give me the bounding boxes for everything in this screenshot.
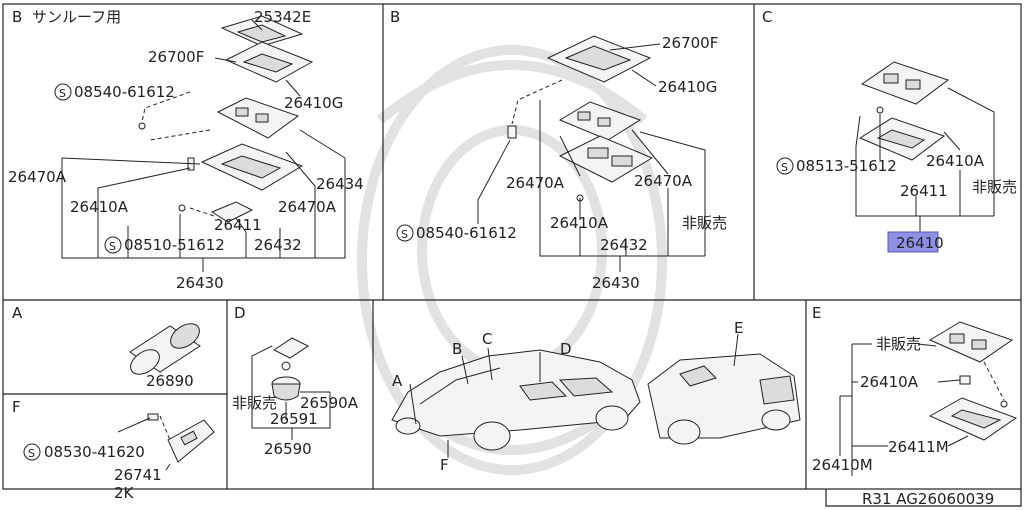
screw-part: [178, 204, 186, 212]
part-label: 非販売: [232, 394, 277, 412]
map-lamp-housing-part: [928, 321, 1014, 363]
lamp-lens-part: [928, 397, 1018, 441]
section-letter: B: [390, 8, 400, 26]
part-label: 26470A: [8, 168, 67, 186]
map-lamp-housing-part: [860, 61, 950, 105]
location-marker-label: B: [452, 340, 462, 358]
part-label: 非販売: [972, 178, 1017, 196]
part-label: 08540-61612: [74, 83, 175, 101]
screw-part: [1000, 400, 1008, 408]
part-label: 26410G: [284, 94, 343, 112]
part-label: 26590: [264, 440, 312, 458]
part-label: 26410A: [860, 373, 919, 391]
section-f: F S 08530-41620 26741 2K: [12, 398, 215, 502]
map-lamp-housing-part: [216, 97, 300, 139]
lamp-lens-part: [858, 117, 946, 161]
map-lamp-housing-part: [558, 101, 642, 141]
part-label: 26411: [900, 182, 948, 200]
highlighted-part-number[interactable]: [887, 231, 939, 253]
part-label: 26700F: [148, 48, 204, 66]
section-letter: C: [762, 8, 772, 26]
frame-grid: [2, 3, 1022, 507]
location-marker-label: D: [560, 340, 572, 358]
part-label: 26470A: [506, 174, 565, 192]
lamp-lens-part: [271, 376, 301, 401]
screw-part: [147, 413, 159, 421]
bulb-part: [959, 375, 971, 385]
bulb-lens-part: [210, 201, 254, 223]
screw-standard-mark-icon: [54, 83, 72, 101]
lamp-bracket-part: [546, 35, 652, 83]
location-marker-label: E: [734, 319, 743, 337]
part-label: 26590A: [300, 394, 359, 412]
screw-part: [876, 106, 884, 114]
screw-standard-mark-icon: [23, 443, 41, 461]
part-label: 26591: [270, 410, 318, 428]
lamp-bracket-part: [224, 41, 314, 83]
vehicle-rear-view: [647, 333, 801, 445]
section-letter: D: [234, 304, 246, 322]
location-marker-label: A: [392, 372, 403, 390]
section-d: D 非販売 26590A 26591 26590: [232, 304, 359, 458]
part-label: 08513-51612: [796, 157, 897, 175]
section-letter: E: [812, 304, 821, 322]
part-label: 08530-41620: [44, 443, 145, 461]
vehicle-front-view: [391, 347, 641, 458]
svg-text:S: S: [401, 228, 408, 241]
part-label: 26411M: [888, 438, 949, 456]
svg-text:S: S: [781, 161, 788, 174]
section-c: C S 08513-51612 26410A 26411 非販売 26410: [762, 8, 1017, 253]
part-label: 26410: [896, 234, 944, 252]
screw-part: [138, 122, 146, 130]
section-b: B 26700F 26410G 26470A: [390, 8, 727, 292]
part-label: 26410G: [658, 78, 717, 96]
section-title: サンルーフ用: [32, 8, 121, 26]
part-label: 非販売: [876, 335, 921, 353]
section-a: A 26890: [12, 304, 201, 390]
section-e: E 非販売 26410A 26411M 26410M: [812, 304, 1018, 476]
lamp-lens-part: [200, 143, 304, 191]
part-label: 非販売: [682, 214, 727, 232]
sunroof-panel-part: [220, 15, 304, 47]
svg-text:S: S: [59, 87, 66, 100]
vehicle-location-views: A B C D E F: [391, 319, 801, 474]
part-label: 26430: [592, 274, 640, 292]
part-label: 26410A: [70, 198, 129, 216]
svg-text:S: S: [109, 240, 116, 253]
part-label: 26432: [600, 236, 648, 254]
part-label: 26434: [316, 175, 364, 193]
part-label: 26430: [176, 274, 224, 292]
section-letter: B: [12, 8, 22, 26]
part-label: 25342E: [254, 8, 311, 26]
diagram-code: R31 AG26060039: [862, 490, 994, 508]
part-label: 26432: [254, 236, 302, 254]
location-marker-label: F: [440, 456, 449, 474]
part-label: 2K: [114, 484, 135, 502]
part-label: 26410M: [812, 456, 873, 474]
lamp-cover-part: [167, 419, 215, 463]
part-label: 08510-51612: [124, 236, 225, 254]
part-label: 26470A: [634, 172, 693, 190]
part-label: 26700F: [662, 34, 718, 52]
part-label: 26741: [114, 466, 162, 484]
part-label: 26410A: [550, 214, 609, 232]
screw-standard-mark-icon: [776, 157, 794, 175]
part-label: 26470A: [278, 198, 337, 216]
part-label: 26410A: [926, 152, 985, 170]
section-letter: F: [12, 398, 21, 416]
section-letter: A: [12, 304, 23, 322]
svg-text:S: S: [28, 447, 35, 460]
bulb-socket-part: [273, 337, 309, 371]
part-label: 26890: [146, 372, 194, 390]
location-marker-label: C: [482, 330, 492, 348]
part-label: 26411: [214, 216, 262, 234]
clip-part: [507, 125, 517, 139]
lamp-lens-part: [558, 135, 654, 183]
section-b-sunroof: B サンルーフ用: [8, 8, 364, 292]
screw-standard-mark-icon: [396, 224, 414, 242]
spot-lamp-part: [129, 323, 201, 375]
part-label: 08540-61612: [416, 224, 517, 242]
screw-standard-mark-icon: [104, 236, 122, 254]
